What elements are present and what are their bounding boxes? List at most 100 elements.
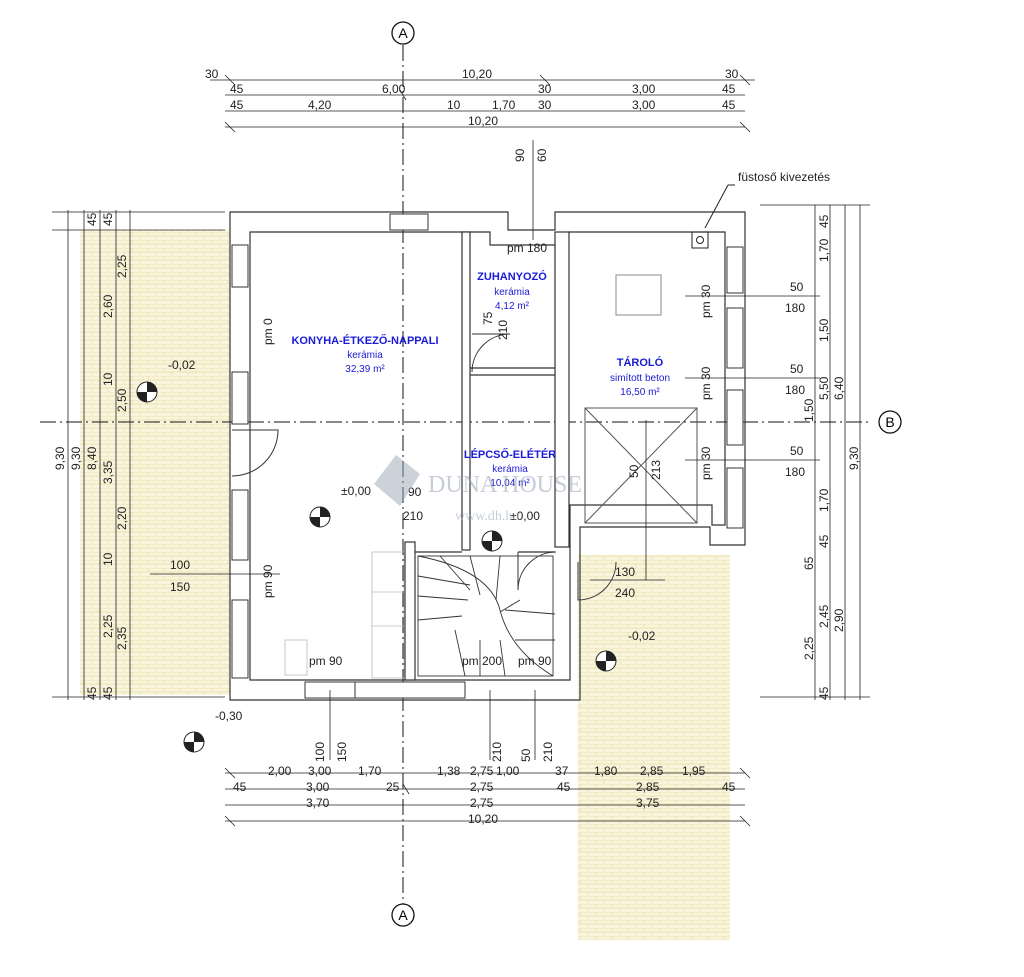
pm30-c-label: pm 30 bbox=[699, 446, 713, 480]
top-dim-1-b: 10,20 bbox=[462, 67, 492, 81]
watermark-name: DUNA HOUSE bbox=[428, 472, 582, 498]
door-left-height: 150 bbox=[170, 580, 190, 594]
right-a-150b: 1,50 bbox=[802, 398, 816, 422]
axis-marker-a-top: A bbox=[391, 21, 415, 45]
window3-width: 50 bbox=[790, 444, 804, 458]
room-kitchen-area: 32,39 m² bbox=[345, 364, 385, 375]
room-hall-name: LÉPCSŐ-ELÉTÉR bbox=[464, 448, 556, 461]
top-dim-3-d: 1,70 bbox=[492, 98, 516, 112]
left-b-45-top: 45 bbox=[101, 212, 115, 226]
right-a-170a: 1,70 bbox=[817, 238, 831, 262]
svg-text:B: B bbox=[885, 414, 894, 430]
right-d-930: 9,30 bbox=[847, 446, 861, 470]
pm30-b-label: pm 30 bbox=[699, 366, 713, 400]
bot-vdim-100: 100 bbox=[313, 742, 327, 762]
top-dim-2-a: 45 bbox=[230, 82, 244, 96]
right-a-150a: 1,50 bbox=[817, 318, 831, 342]
left-c-840: 8,40 bbox=[85, 446, 99, 470]
bot-dim-1-c: 1,70 bbox=[358, 764, 382, 778]
bot-dim-2-g: 45 bbox=[722, 780, 736, 794]
top-dim-3-e: 30 bbox=[538, 98, 552, 112]
bot-dim-1-e: 2,75 bbox=[470, 764, 494, 778]
left-a-225b: 2,25 bbox=[101, 614, 115, 638]
hall-door-width: 90 bbox=[408, 485, 422, 499]
bot-dim-2-b: 3,00 bbox=[306, 780, 330, 794]
room-shower-name: ZUHANYOZÓ bbox=[477, 270, 547, 283]
skylight-length: 213 bbox=[649, 460, 663, 480]
bot-dim-4: 10,20 bbox=[468, 812, 498, 826]
top-dim-3-a: 45 bbox=[230, 98, 244, 112]
stair-opening bbox=[584, 274, 698, 524]
doors bbox=[231, 333, 617, 601]
axis-marker-b: B bbox=[878, 410, 902, 434]
pm90-hall-label: pm 90 bbox=[518, 654, 552, 668]
right-a-225: 2,25 bbox=[802, 636, 816, 660]
left-a-220: 2,20 bbox=[115, 506, 129, 530]
bot-dim-2-a: 45 bbox=[233, 780, 247, 794]
room-storage-name: TÁROLÓ bbox=[617, 356, 664, 369]
room-shower-area: 4,12 m² bbox=[495, 301, 530, 312]
skylight-width: 50 bbox=[627, 464, 641, 478]
room-shower-floor: kerámia bbox=[494, 287, 530, 298]
level-terrace-right: -0,02 bbox=[628, 629, 656, 643]
kitchen-counter bbox=[284, 551, 405, 679]
top-vdim-60: 60 bbox=[535, 148, 549, 162]
left-b-250: 2,50 bbox=[115, 388, 129, 412]
bot-dim-1-j: 1,95 bbox=[682, 764, 706, 778]
left-a-10a: 10 bbox=[101, 372, 115, 386]
pm0-label: pm 0 bbox=[261, 318, 275, 345]
building-walls bbox=[229, 211, 746, 701]
top-dim-3-g: 45 bbox=[722, 98, 736, 112]
bot-dim-1-a: 2,00 bbox=[268, 764, 292, 778]
right-c-640: 6,40 bbox=[832, 376, 846, 400]
right-a-170b: 1,70 bbox=[817, 488, 831, 512]
top-dim-1-c: 30 bbox=[725, 67, 739, 81]
staircase bbox=[417, 555, 556, 677]
level-terrace-left: -0,02 bbox=[168, 358, 196, 372]
top-vdim-90: 90 bbox=[513, 148, 527, 162]
room-hall-floor: kerámia bbox=[492, 464, 528, 475]
top-dim-3-b: 4,20 bbox=[308, 98, 332, 112]
bot-dim-1-b: 3,00 bbox=[308, 764, 332, 778]
top-dim-3-c: 10 bbox=[447, 98, 461, 112]
bot-dim-3-b: 2,75 bbox=[470, 796, 494, 810]
right-c-290: 2,90 bbox=[832, 608, 846, 632]
level-outside: -0,30 bbox=[215, 709, 243, 723]
window2-height: 180 bbox=[785, 383, 805, 397]
bot-dim-1-f: 1,00 bbox=[496, 764, 520, 778]
chimney bbox=[691, 184, 735, 249]
level-kitchen: ±0,00 bbox=[341, 484, 371, 498]
door-left-width: 100 bbox=[170, 558, 190, 572]
bot-dim-1-d: 1,38 bbox=[437, 764, 461, 778]
bot-vdim-210a: 210 bbox=[490, 742, 504, 762]
window1-width: 50 bbox=[790, 280, 804, 294]
level-markers bbox=[136, 381, 617, 753]
left-a-45-bot: 45 bbox=[85, 686, 99, 700]
door-storage-height: 240 bbox=[615, 586, 635, 600]
top-dim-2-b: 6,00 bbox=[382, 82, 406, 96]
bot-vdim-150: 150 bbox=[335, 742, 349, 762]
pm30-a-label: pm 30 bbox=[699, 284, 713, 318]
shower-door-height: 210 bbox=[496, 320, 510, 340]
top-dim-4: 10,20 bbox=[468, 114, 498, 128]
left-terrace bbox=[80, 230, 230, 695]
right-a-45-bot: 45 bbox=[817, 686, 831, 700]
bot-dim-3-c: 3,75 bbox=[636, 796, 660, 810]
svg-text:A: A bbox=[398, 25, 408, 41]
left-b-260: 2,60 bbox=[101, 294, 115, 318]
bot-dim-2-e: 45 bbox=[557, 780, 571, 794]
right-a-65: 65 bbox=[802, 556, 816, 570]
left-b-235: 2,35 bbox=[115, 626, 129, 650]
window3-height: 180 bbox=[785, 465, 805, 479]
bot-dim-2-d: 2,75 bbox=[470, 780, 494, 794]
left-a-10b: 10 bbox=[101, 552, 115, 566]
top-dim-2-d: 3,00 bbox=[632, 82, 656, 96]
window2-width: 50 bbox=[790, 362, 804, 376]
left-d-930: 9,30 bbox=[69, 446, 83, 470]
window1-height: 180 bbox=[785, 301, 805, 315]
axis-marker-a-bottom: A bbox=[391, 903, 415, 927]
left-b-335: 3,35 bbox=[101, 460, 115, 484]
pm180-label: pm 180 bbox=[507, 241, 547, 255]
bot-vdim-50: 50 bbox=[519, 748, 533, 762]
